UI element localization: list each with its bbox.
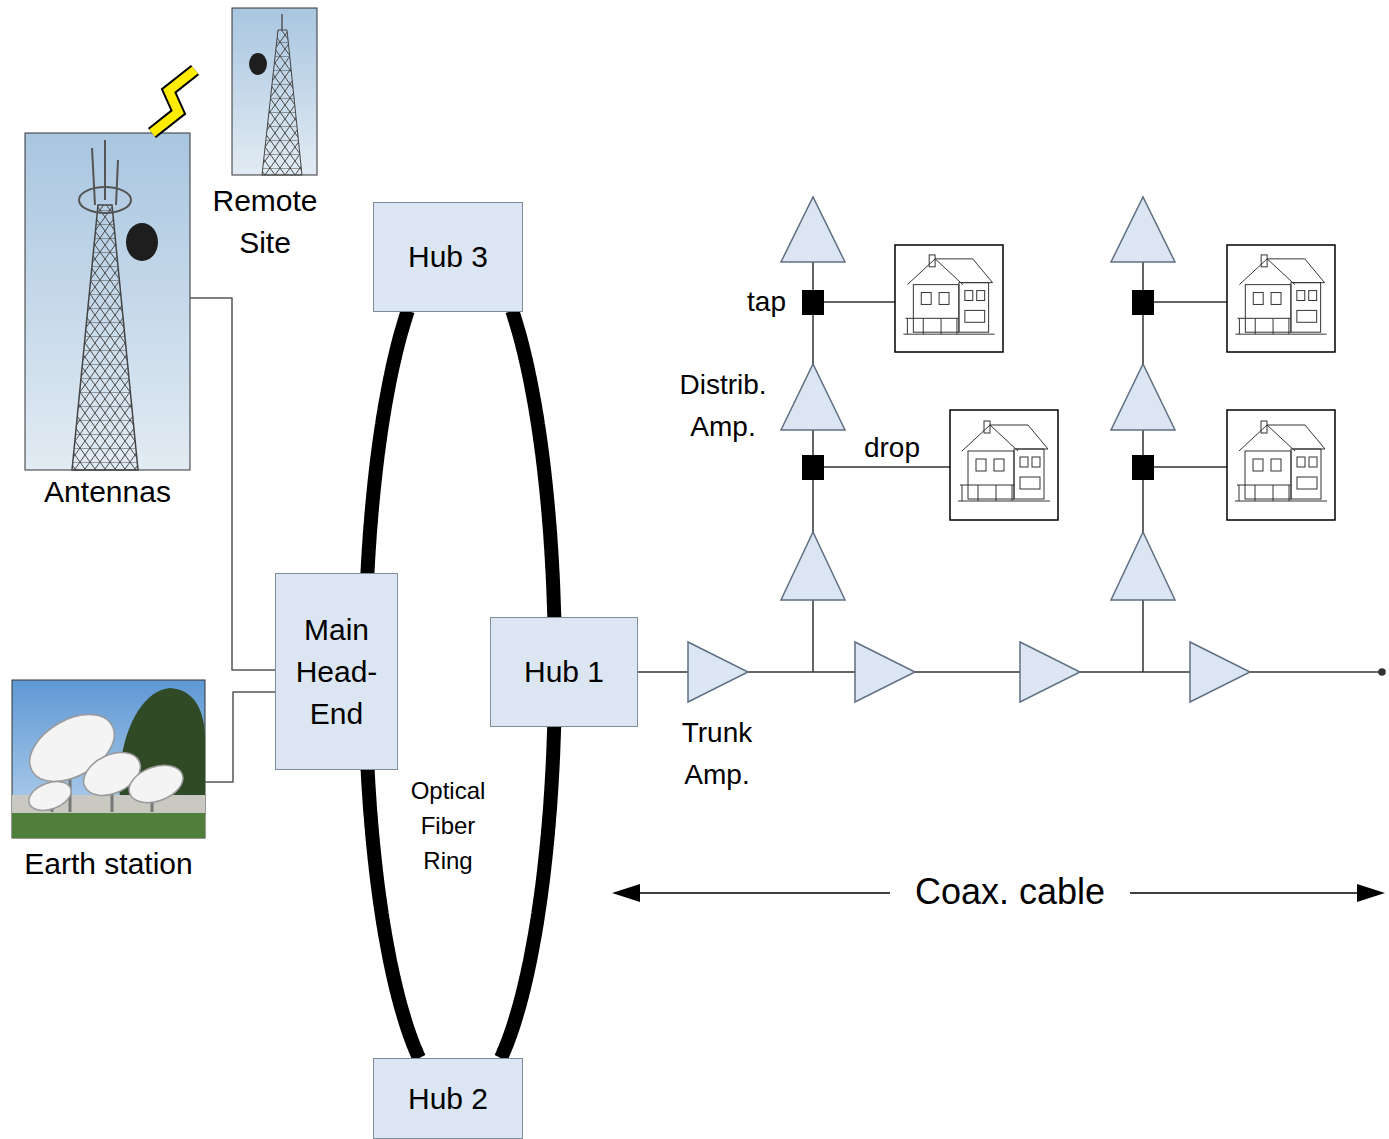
trunk-amplifier (1020, 642, 1080, 702)
node-text: Hub 2 (408, 1078, 488, 1120)
house-frame (895, 245, 1003, 352)
connector (512, 311, 554, 620)
connector (501, 726, 554, 1058)
part-label: Distrib. Amp. (668, 364, 778, 448)
dish-antenna (126, 223, 158, 261)
photo-node: Earth station (12, 680, 205, 885)
tap-block (802, 290, 824, 315)
trunk-amplifier (688, 642, 1250, 702)
fiber-ring-segment (368, 768, 420, 1059)
earth-station-photo (12, 680, 205, 838)
hub-box: Hub 1 (490, 617, 638, 727)
cable-end-dot (1379, 669, 1385, 675)
grass (12, 813, 205, 838)
ring-label: Optical Fiber Ring (398, 773, 498, 878)
part-label: Trunk Amp. (667, 712, 767, 796)
connector (368, 768, 420, 1059)
distribution-amplifier (781, 364, 845, 430)
arrow-head (612, 884, 640, 902)
node-text: Remote Site (195, 180, 335, 264)
house-icon (903, 255, 994, 334)
antenna-photo (25, 133, 190, 470)
wireless-link-outline (152, 70, 195, 133)
house-icon (958, 421, 1050, 501)
tap-block (1132, 290, 1154, 315)
distribution-amplifier (1111, 532, 1175, 600)
fiber-ring-segment (501, 726, 554, 1058)
remote-photo (232, 8, 317, 175)
distribution-amplifier (781, 197, 1175, 600)
distribution-amplifier (781, 532, 845, 600)
headend-box: Main Head-End (275, 573, 398, 770)
house-icon (1235, 421, 1327, 501)
trunk-amplifier (1190, 642, 1250, 702)
photo-node: Remote Site (195, 8, 335, 264)
hub-box: Hub 2 (373, 1058, 523, 1139)
sky-background (12, 680, 205, 838)
satellite-dish (124, 758, 188, 809)
tap-block (802, 455, 824, 480)
wireless-link (152, 70, 195, 133)
distribution-amplifier (781, 197, 845, 262)
node-text: Earth station (24, 843, 192, 885)
satellite-dish (25, 776, 75, 815)
connector (152, 70, 195, 133)
distribution-amplifier (1111, 364, 1175, 430)
feed-cable (190, 298, 275, 670)
part-label: tap (722, 284, 786, 320)
fiber-ring-segment (367, 311, 407, 575)
connector (190, 298, 275, 670)
distribution-cable (813, 230, 1143, 672)
part-label: drop (852, 432, 932, 464)
distribution-amplifier (1111, 197, 1175, 262)
feed-cable (205, 692, 275, 782)
photo-node: Antennas (25, 133, 190, 513)
dish-antenna (249, 53, 267, 75)
coax-network (638, 230, 1385, 675)
house-frame (1227, 410, 1335, 520)
node-text: Main Head-End (282, 609, 391, 735)
house-frame (1227, 245, 1335, 352)
trunk-amplifier (855, 642, 915, 702)
connector (367, 311, 407, 575)
house-frame (950, 410, 1058, 520)
tap-block (1132, 455, 1154, 480)
house-icon (895, 245, 1335, 520)
house-icon (1235, 255, 1326, 334)
fiber-ring-segment (512, 311, 554, 620)
arrow-head (1357, 884, 1385, 902)
sky-background (232, 8, 317, 175)
hub-box: Hub 3 (373, 202, 523, 312)
sky-background (25, 133, 190, 470)
node-text: Antennas (44, 471, 171, 513)
lattice-tower (262, 30, 302, 175)
connector (205, 692, 275, 782)
trunk-amplifier (688, 642, 748, 702)
span-label: Coax. cable (890, 868, 1130, 916)
tower-mast (92, 140, 118, 205)
node-text: Hub 3 (408, 236, 488, 278)
node-text: Hub 1 (524, 651, 604, 693)
tower-mast (281, 14, 283, 30)
